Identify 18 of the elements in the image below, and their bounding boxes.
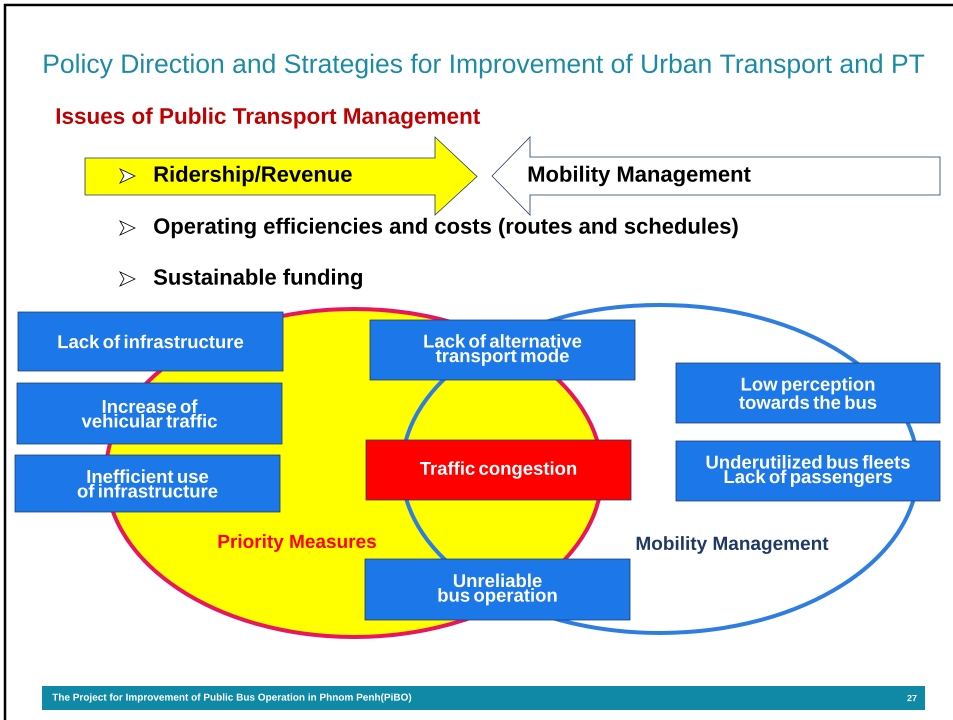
issue-box: Unreliable bus operation [364, 558, 630, 620]
circle-label: Priority Measures [218, 534, 376, 552]
page-number: 27 [907, 694, 917, 702]
block-arrow [84, 136, 478, 216]
bullet-text: Sustainable funding [154, 268, 362, 290]
issue-box: Inefficient use of infrastructure [14, 454, 280, 512]
issue-box: Underutilized bus fleets Lack of passengers [676, 440, 940, 502]
issue-box: Low perception towards the bus [676, 362, 940, 424]
issue-box: Increase of vehicular traffic [16, 382, 282, 444]
block-arrow-label: Ridership/Revenue [154, 166, 352, 186]
circle-label: Mobility Management [636, 536, 828, 554]
slide-title: Policy Direction and Strategies for Improvement of Urban Transport and PT [44, 54, 924, 78]
issue-box: Lack of infrastructure [18, 312, 284, 372]
issue-box: Traffic congestion [366, 440, 632, 500]
bullet-text: Operating efficiencies and costs (routes and schedules) [154, 218, 738, 238]
section-heading: Issues of Public Transport Management [56, 107, 480, 129]
footer-text: The Project for Improvement of Public Bus Operation in Phnom Penh(PiBO) [52, 693, 412, 703]
issue-box: Lack of alternative transport mode [370, 320, 636, 380]
